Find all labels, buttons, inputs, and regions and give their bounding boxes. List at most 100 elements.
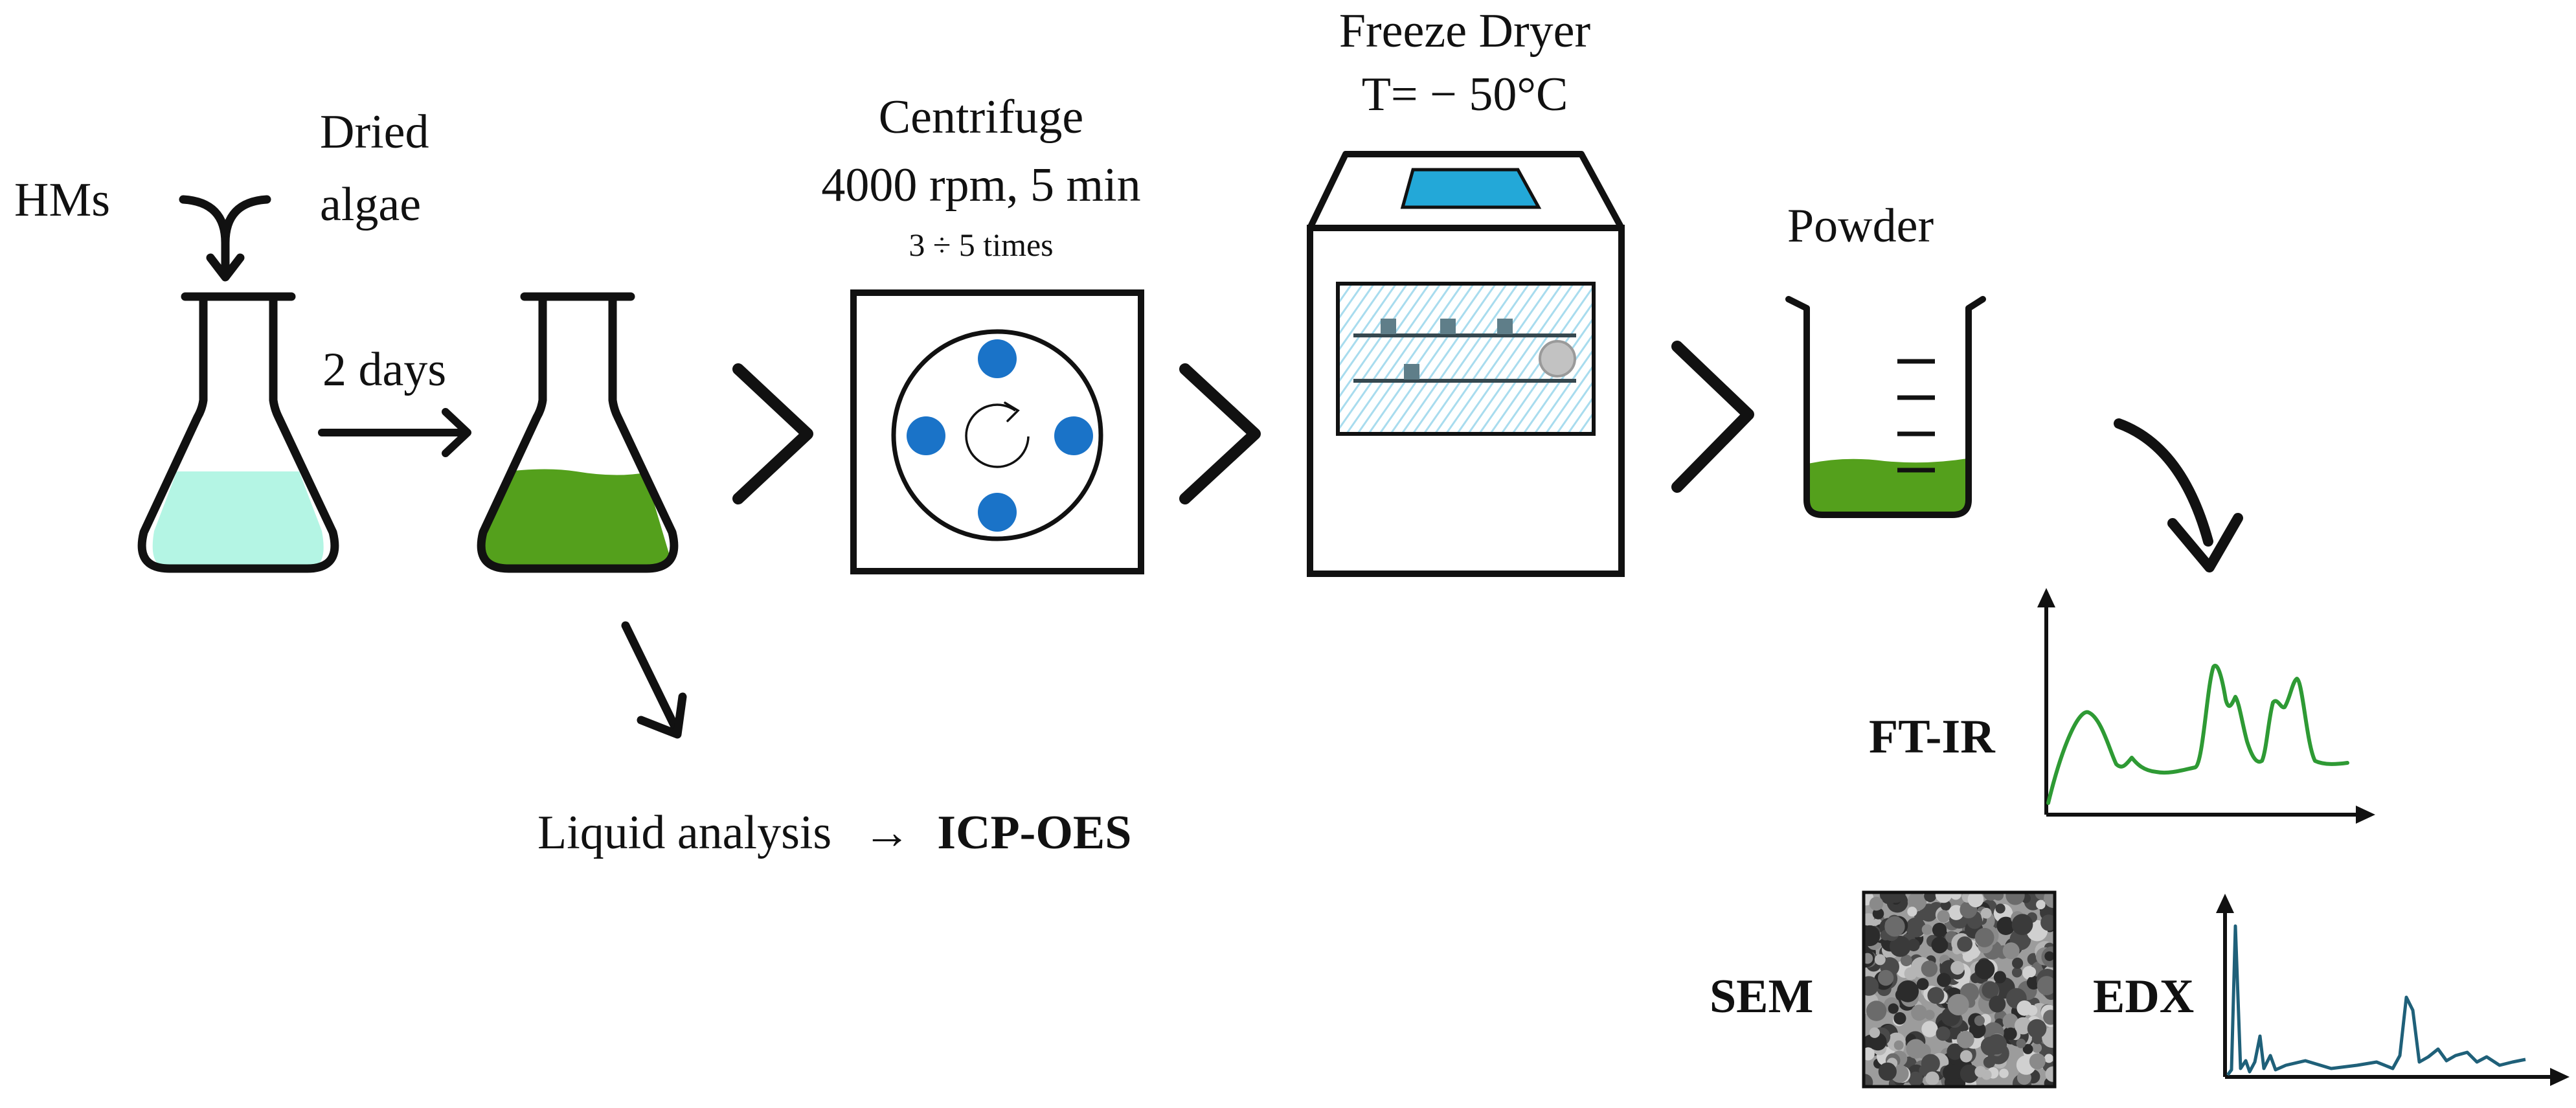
beaker-icon [1785, 296, 1986, 518]
powder-label: Powder [1787, 199, 1934, 253]
rotor-tube-left [907, 416, 945, 455]
sem-particle [1900, 955, 1912, 967]
sem-particle [1947, 993, 1969, 1015]
freeze-dryer-title: Freeze Dryer [1339, 5, 1590, 58]
down-arrow-icon [621, 621, 687, 739]
sem-particle [1907, 907, 1917, 917]
sem-particle [1983, 892, 1998, 901]
chevron-right-icon [732, 363, 813, 504]
sem-particle [2017, 1000, 2033, 1016]
sem-particle [2014, 1017, 2032, 1035]
sem-particle [1999, 1068, 2009, 1078]
edx-spectrum [2226, 924, 2526, 1076]
sem-particle [1874, 954, 1886, 966]
right-arrow-icon [318, 408, 471, 457]
centrifuge-icon [850, 289, 1144, 574]
sem-particle [1974, 959, 1995, 980]
sem-particle [2043, 1010, 2055, 1025]
sem-particle [1916, 978, 1929, 990]
dried-algae-label-line1: Dried [320, 106, 429, 159]
edx-label: EDX [2093, 970, 2194, 1023]
hms-label: HMs [14, 174, 110, 227]
freeze-dryer-chamber [1336, 282, 1596, 436]
sem-particle [1888, 1003, 1899, 1014]
erlenmeyer-flask-icon [477, 292, 679, 573]
sem-particle [1864, 925, 1881, 947]
merge-arrow-icon [179, 195, 271, 282]
freeze-dryer-knob [1539, 340, 1576, 378]
dried-algae-label-line2: algae [320, 178, 421, 231]
sem-particle [1931, 936, 1949, 954]
sem-particle [1960, 1064, 1979, 1083]
flask-initial-solution [152, 471, 324, 569]
sem-particle [1864, 953, 1873, 964]
sem-particle [1919, 1064, 1931, 1076]
sem-particle [1921, 924, 1933, 935]
liquid-analysis-label: Liquid analysis → ICP-OES [537, 806, 1131, 859]
sem-particle [1879, 892, 1899, 905]
sem-particle [1864, 1074, 1873, 1087]
sem-particle [1866, 1001, 1887, 1021]
sem-particle [2037, 976, 2055, 995]
sem-particle [1921, 960, 1938, 977]
flask-algae-liquid [481, 469, 673, 569]
rotor-tube-bottom [978, 493, 1017, 532]
sem-particle [2005, 892, 2025, 905]
sem-particle [1872, 908, 1884, 920]
sem-particle [1906, 917, 1926, 938]
sem-particle [1989, 995, 2006, 1013]
sem-particle [1878, 1062, 1897, 1081]
sem-particle [1943, 1063, 1961, 1082]
sem-particle [1937, 910, 1950, 923]
duration-label: 2 days [322, 343, 446, 396]
sem-particle [1937, 973, 1951, 988]
sem-particle [1967, 892, 1984, 908]
liquid-analysis-arrow: → [863, 806, 911, 859]
powder-fill [1808, 458, 1967, 514]
sem-particle [1924, 892, 1937, 903]
sem-particle [2044, 1054, 2053, 1063]
sem-particle [1908, 1071, 1923, 1087]
sem-particle [1936, 1026, 1950, 1041]
chevron-right-icon [1179, 363, 1261, 504]
sem-particle [2031, 1043, 2042, 1053]
sem-particle [1969, 1021, 1986, 1039]
sem-particle [1869, 896, 1884, 911]
sem-particle [1893, 1040, 1904, 1050]
sem-particle [2025, 966, 2037, 978]
curved-down-arrow-icon [2114, 418, 2243, 572]
freeze-dryer-lid-window [1400, 168, 1542, 209]
sem-particle [1884, 916, 1905, 937]
sem-particle [1904, 967, 1917, 980]
sem-particle [1925, 1071, 1939, 1086]
sem-particle [1957, 936, 1973, 952]
sem-particle [2011, 967, 2022, 978]
centrifuge-speed: 4000 rpm, 5 min [821, 159, 1140, 212]
sem-particle [2029, 1053, 2046, 1070]
sem-particle [1893, 1012, 1906, 1025]
sem-particle [1974, 927, 1994, 947]
rotation-arrow-icon [965, 403, 1030, 468]
sem-particle [1974, 1066, 1986, 1078]
liquid-analysis-text: Liquid analysis [537, 806, 831, 859]
sem-particle [2002, 1013, 2018, 1029]
sem-particle [1956, 1030, 1974, 1048]
sem-particle [1950, 960, 1965, 975]
sem-particle [1877, 969, 1894, 986]
sem-particle [2044, 951, 2055, 962]
centrifuge-repeats: 3 ÷ 5 times [909, 227, 1053, 263]
sem-particle [2027, 1019, 2047, 1039]
sem-particle [1980, 1036, 2000, 1056]
sem-particle [2045, 1066, 2055, 1082]
sem-particle [2016, 1038, 2026, 1048]
sem-particle [1993, 971, 2006, 984]
erlenmeyer-flask-icon [137, 292, 339, 573]
sem-particle [1911, 1004, 1927, 1021]
sem-particle [2011, 914, 2033, 935]
sem-particle [1906, 1039, 1926, 1059]
freeze-dryer-temp: T= − 50°C [1362, 68, 1568, 121]
edx-chart [2216, 894, 2570, 1086]
sem-particle [1921, 1021, 1938, 1037]
centrifuge-title: Centrifuge [879, 91, 1083, 144]
